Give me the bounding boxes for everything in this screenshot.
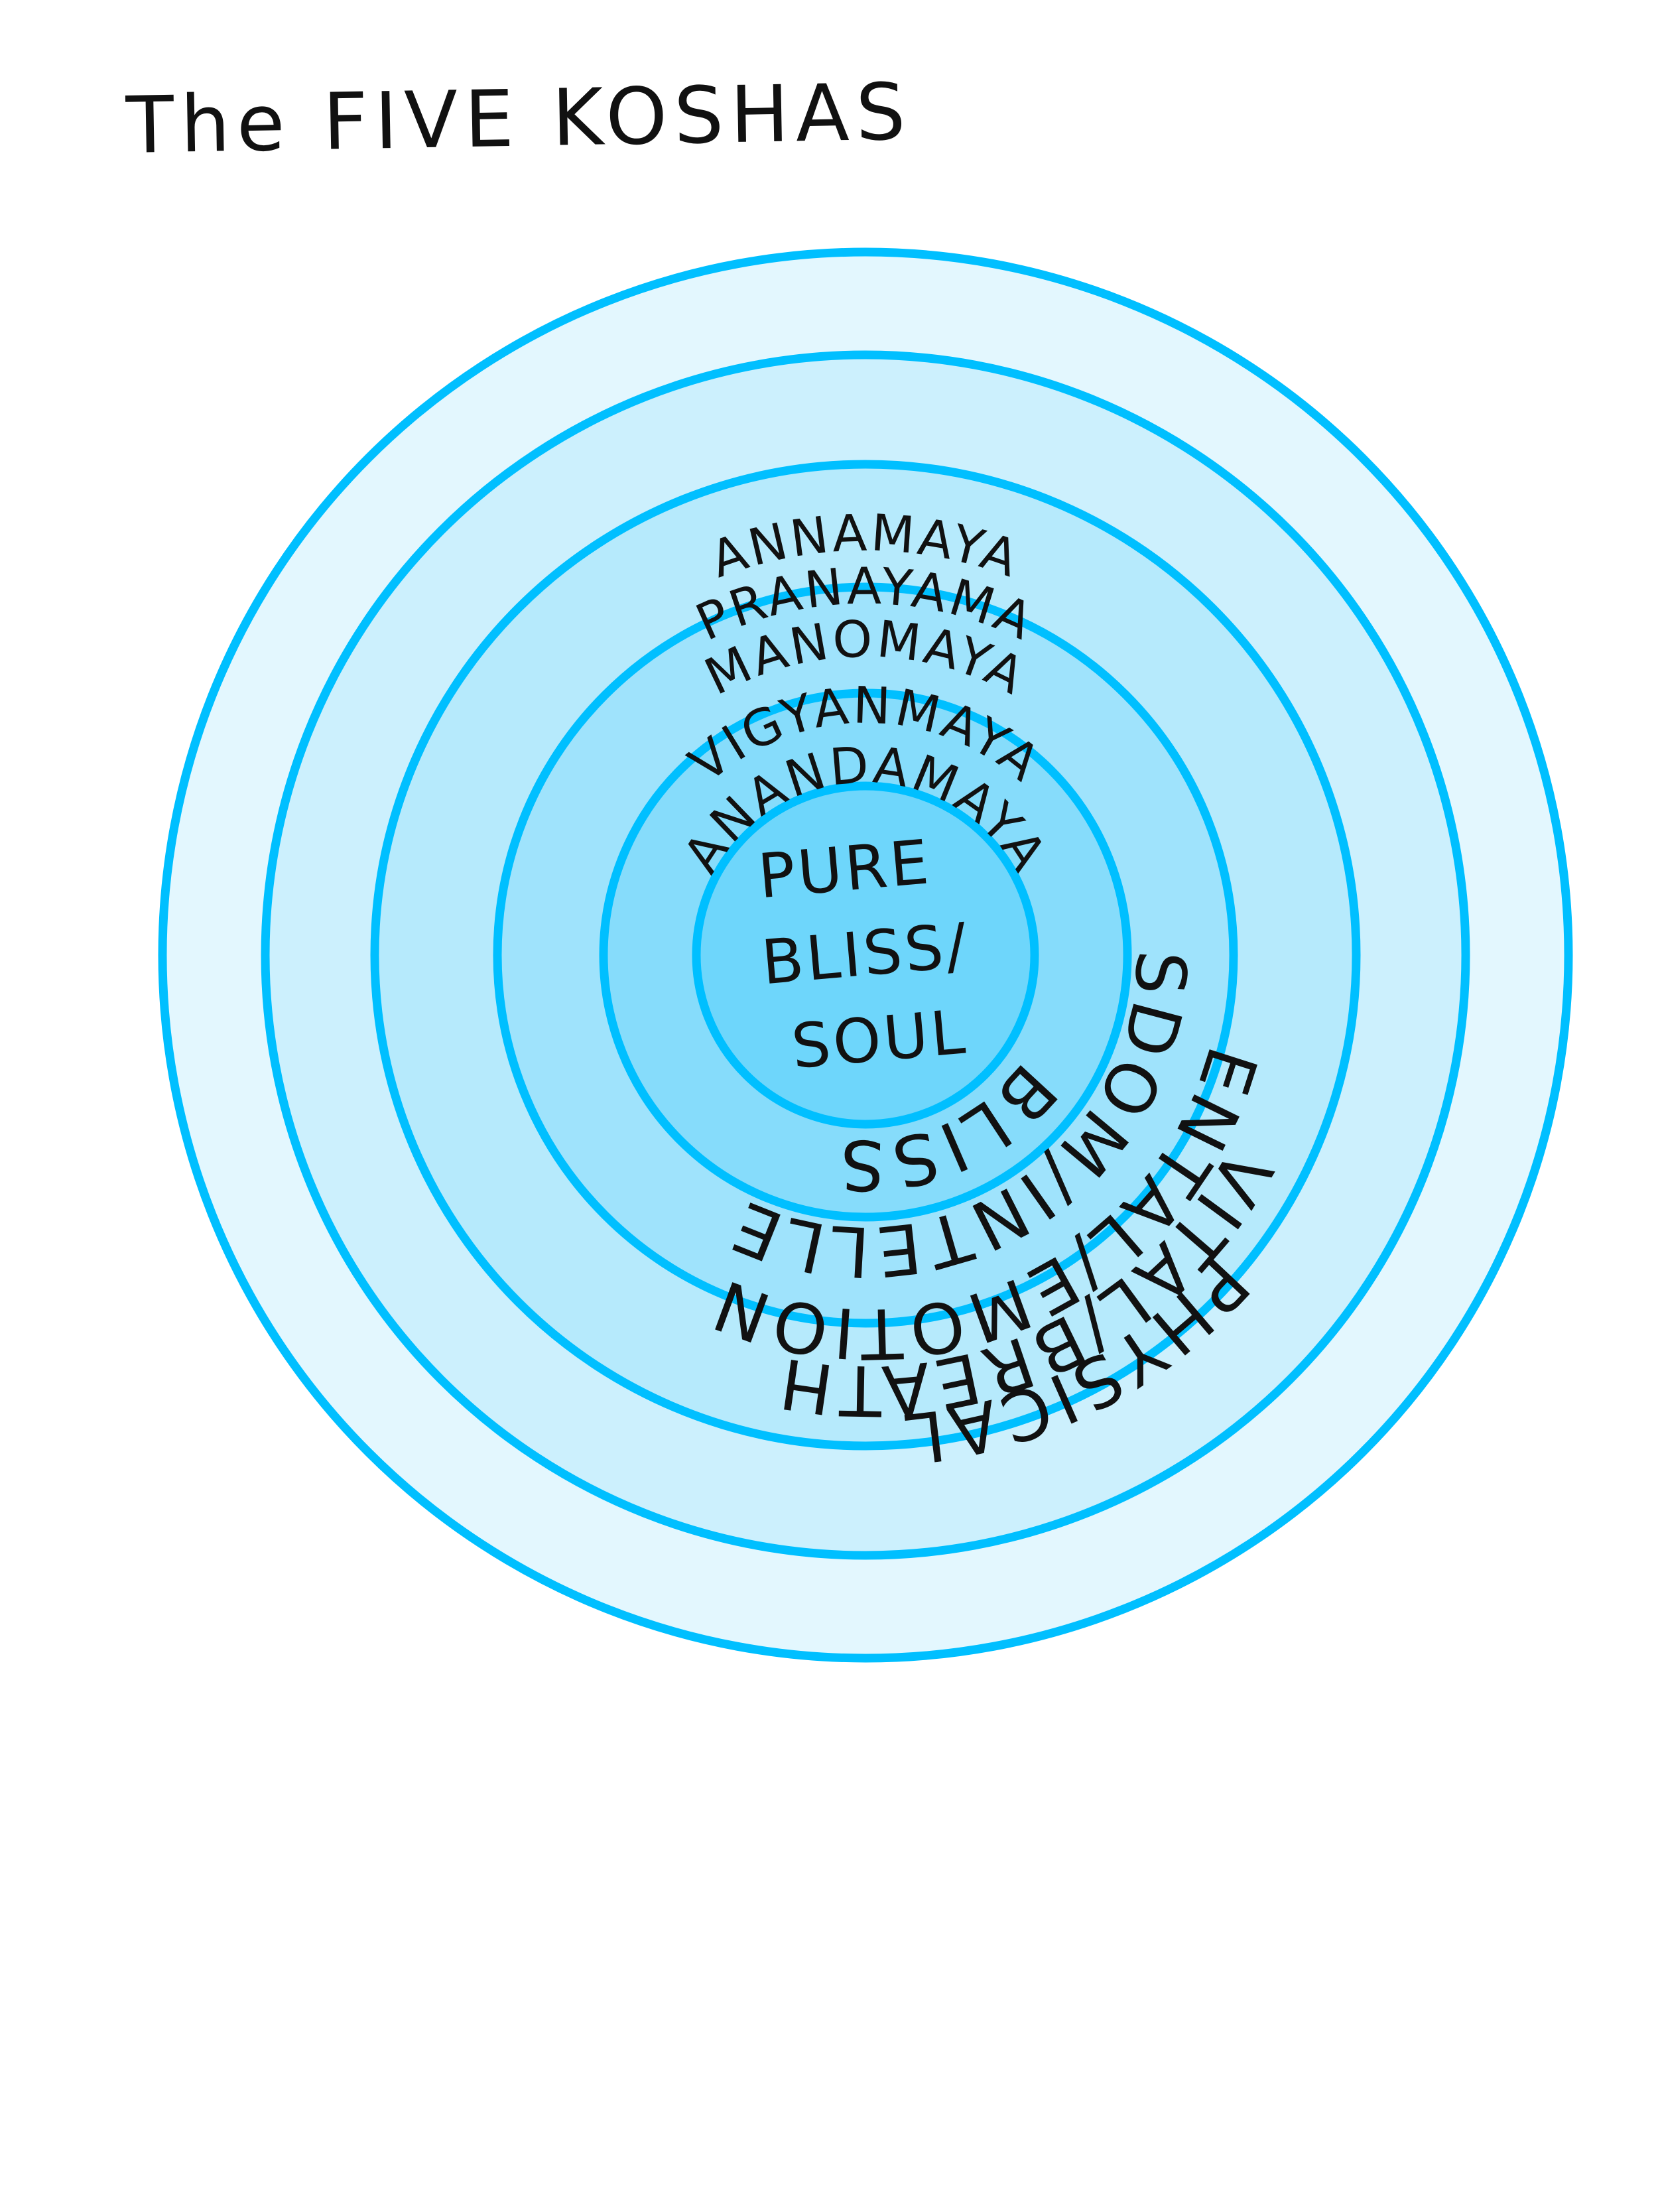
ring-core [692,781,1039,1129]
kosha-rings [158,247,1573,1663]
center-label-line: SOUL [789,996,970,1082]
center-label-line: PURE [755,826,934,912]
